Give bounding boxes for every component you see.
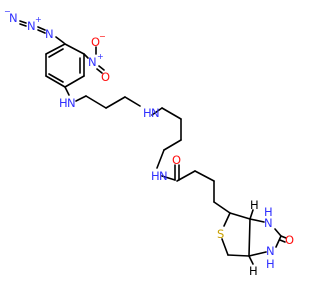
bond-azide-ring	[55, 36, 65, 44]
bond-urea-co-b	[279, 239, 286, 243]
bond-urea-2	[274, 228, 282, 237]
bond-ring-4	[45, 75, 66, 88]
molecule-svg: N − N + N N + O − O N H H N H N O S N H …	[4, 7, 294, 278]
nitro-o-single-label: O	[91, 35, 100, 49]
azide-n2-label: N	[27, 19, 36, 33]
thio-s-label: S	[217, 227, 224, 241]
urea-n1-label: N	[264, 216, 273, 230]
bond-ring-6	[45, 43, 66, 55]
bond-chain-1	[85, 95, 107, 109]
bond-azide-n2-n1b	[37, 26, 46, 31]
nitro-n-label: N	[88, 55, 97, 69]
azide-n3-charge: −	[4, 7, 11, 16]
bond-ring-3	[64, 75, 85, 88]
bond-urea-4	[248, 251, 267, 257]
bonds	[19, 20, 287, 265]
nitro-o-single-charge: −	[99, 32, 106, 41]
urea-n2-label: N	[266, 244, 275, 258]
nitro-n-charge: +	[97, 52, 104, 61]
bond-azide-n3-n2a	[19, 23, 27, 27]
azide-n1-label: N	[45, 27, 54, 41]
bond-ring-nitro	[83, 53, 89, 59]
urea-o-label: O	[285, 233, 294, 247]
bond-ring-1	[64, 43, 85, 55]
bond-urea-co-a	[280, 235, 287, 239]
bond-amide-n-c	[161, 175, 176, 181]
bond-thiolane-2	[223, 212, 231, 227]
bond-thiolane-4	[227, 254, 250, 257]
bond-chain-8	[156, 149, 165, 169]
sec-amine-h-label: H	[143, 106, 152, 120]
bond-nitro-o-double-b	[96, 68, 103, 74]
bond-pentyl-4	[213, 201, 231, 214]
bond-urea-1	[249, 218, 265, 223]
bond-azide-n2-n1a	[37, 29, 46, 34]
amide-n-label: N	[159, 169, 168, 183]
sec-amine-n-label: N	[151, 106, 160, 120]
bond-ring-4-inner	[48, 73, 64, 83]
bond-thiolane-fused	[248, 218, 251, 257]
bond-nitro-o-double-a	[98, 65, 105, 71]
bond-thiolane-3	[221, 238, 229, 256]
stereo-h1-label: H	[250, 198, 259, 212]
bond-chain-2	[105, 96, 126, 109]
amide-h-label: H	[151, 169, 160, 183]
azide-n2-charge: +	[35, 15, 42, 24]
bond-nh-c1	[75, 95, 87, 102]
aryl-amine-n-label: N	[67, 96, 76, 110]
bond-chain-5	[161, 107, 182, 120]
bond-chain-7	[163, 139, 182, 151]
urea-n2-h-label: H	[266, 257, 275, 271]
bond-stereo-h2	[248, 255, 254, 265]
bond-chain-4	[151, 107, 163, 116]
bond-urea-3	[275, 235, 282, 248]
aryl-amine-h-label: H	[59, 96, 68, 110]
bond-chain-3	[124, 96, 141, 107]
bond-thiolane-1	[229, 212, 251, 220]
azide-n3-label: N	[9, 11, 18, 25]
structure-diagram: N − N + N N + O − O N H H N H N O S N H …	[4, 7, 294, 278]
bond-ring-6-inner	[48, 48, 64, 58]
atom-labels: N − N + N N + O − O N H H N H N O S N H …	[4, 7, 294, 278]
bond-ring-nh	[64, 86, 70, 96]
bond-pentyl-2	[194, 170, 215, 182]
amide-o-label: O	[172, 153, 181, 167]
bond-stereo-h1	[249, 209, 254, 220]
urea-n1-h-label: H	[264, 205, 273, 219]
nitro-o-double-label: O	[101, 70, 110, 84]
bond-pentyl-1	[176, 170, 196, 182]
stereo-h2-label: H	[249, 264, 258, 278]
bond-azide-n3-n2b	[19, 20, 27, 24]
